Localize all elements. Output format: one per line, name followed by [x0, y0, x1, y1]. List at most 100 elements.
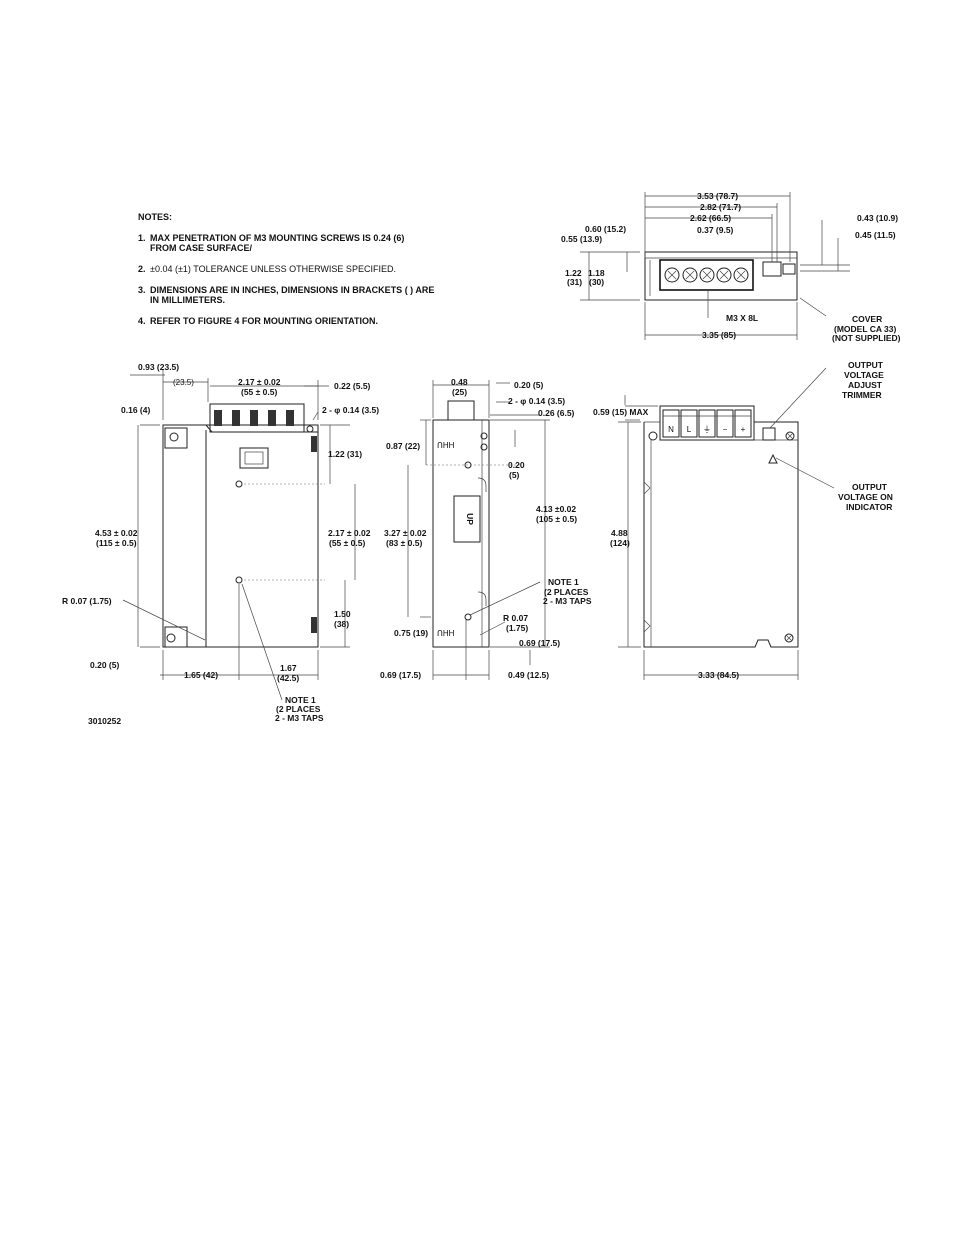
mounting-ear-bottom: [164, 626, 188, 648]
hole-icon: [306, 425, 314, 433]
dim-087: 0.87 (22): [386, 441, 420, 451]
dim-217v-a: 2.17 ± 0.02: [328, 528, 371, 538]
front-note1-b: (2 PLACES: [276, 704, 321, 714]
trimmer-top: [762, 261, 782, 277]
dim-069: 0.69 (17.5): [519, 638, 560, 648]
dim-020-side: 0.20 (5): [514, 380, 543, 390]
m3-tap-icon: [464, 613, 472, 621]
dim-413-b: (105 ± 0.5): [536, 514, 577, 524]
dim-327-b: (83 ± 0.5): [386, 538, 422, 548]
screw-label: M3 X 8L: [726, 313, 758, 323]
up-label: UP: [465, 513, 475, 525]
note-number: 2.: [138, 264, 146, 274]
terminal-screw-icon: [682, 267, 698, 283]
dim-150-b: (38): [334, 619, 349, 629]
note-text: DIMENSIONS ARE IN INCHES, DIMENSIONS IN …: [150, 285, 435, 305]
terminal-screw-icon: [664, 267, 680, 283]
dim-122: 1.22 (31): [328, 449, 362, 459]
dim-020v-b: (5): [509, 470, 520, 480]
mounting-hole-icon: [166, 633, 176, 643]
trimmer-label-4: TRIMMER: [842, 390, 882, 400]
dim-top-right1: 0.43 (10.9): [857, 213, 898, 223]
slot-mark: ՈHH: [437, 441, 455, 450]
side-note1-a: NOTE 1: [548, 577, 579, 587]
terminal-label: ⏚: [703, 425, 711, 434]
note-text: ±0.04 (±1) TOLERANCE UNLESS OTHERWISE SP…: [150, 264, 396, 274]
up-label-plate: [453, 495, 481, 543]
dim-top-2: 2.82 (71.7): [700, 202, 741, 212]
screw-icon: [648, 431, 658, 441]
dim-333: 3.33 (84.5): [698, 670, 739, 680]
trimmer-label-2: VOLTAGE: [844, 370, 884, 380]
hole-icon: [480, 443, 488, 451]
dim-093: 0.93 (23.5): [138, 362, 179, 372]
hole-icon: [480, 432, 488, 440]
front-view-body: [162, 424, 319, 648]
label-plate: [239, 447, 269, 469]
note-4: 4. REFER TO FIGURE 4 FOR MOUNTING ORIENT…: [138, 316, 558, 326]
terminal-label: +: [741, 425, 746, 434]
mounting-ear-top: [164, 427, 188, 449]
dim-413-a: 4.13 ±0.02: [536, 504, 576, 514]
dim-top-h2a: 1.18: [588, 268, 605, 278]
dim-049: 0.49 (12.5): [508, 670, 549, 680]
cover-label-3: (NOT SUPPLIED): [832, 333, 901, 343]
dim-top-h1a: 1.22: [565, 268, 582, 278]
dim-075: 0.75 (19): [394, 628, 428, 638]
terminal-label: L: [687, 425, 692, 434]
note-number: 4.: [138, 316, 146, 326]
note-text: MAX PENETRATION OF M3 MOUNTING SCREWS IS…: [150, 233, 405, 253]
top-view: 3.53 (78.7) 2.82 (71.7) 2.62 (66.5) 0.60…: [561, 191, 901, 343]
terminal-screw-icon: [716, 267, 732, 283]
dim-488-a: 4.88: [611, 528, 628, 538]
dim-048-a: 0.48: [451, 377, 468, 387]
front-view: 0.93 (23.5) (23.5) 2.17 ± 0.02 (55 ± 0.5…: [62, 362, 379, 726]
dim-016: 0.16 (4): [121, 405, 150, 415]
back-view-body: [643, 421, 799, 648]
dim-165: 1.65 (42): [184, 670, 218, 680]
indicator-label-3: INDICATOR: [846, 502, 892, 512]
mounting-hole-icon: [169, 432, 179, 442]
terminal-screw-icon: [733, 267, 749, 283]
terminal-label: N: [668, 425, 674, 434]
dim-top-h1b: (31): [567, 277, 582, 287]
dim-167-a: 1.67: [280, 663, 297, 673]
note-3: 3. DIMENSIONS ARE IN INCHES, DIMENSIONS …: [138, 285, 558, 305]
dim-holes-side: 2 - φ 0.14 (3.5): [508, 396, 565, 406]
side-note1-c: 2 - M3 TAPS: [543, 596, 592, 606]
note-number: 3.: [138, 285, 146, 295]
notes-block: NOTES: 1. MAX PENETRATION OF M3 MOUNTING…: [138, 212, 558, 337]
dim-top-bottom: 3.35 (85): [702, 330, 736, 340]
screw-icon: [785, 431, 795, 441]
note-1: 1. MAX PENETRATION OF M3 MOUNTING SCREWS…: [138, 233, 558, 253]
trimmer-icon: [762, 427, 776, 441]
dim-488-b: (124): [610, 538, 630, 548]
m3-tap-icon: [235, 576, 243, 584]
dim-top-right2: 0.45 (11.5): [855, 230, 896, 240]
dim-top-3: 2.62 (66.5): [690, 213, 731, 223]
drawing-number: 3010252: [88, 716, 121, 726]
dim-069-bottom: 0.69 (17.5): [380, 670, 421, 680]
dim-167-b: (42.5): [277, 673, 299, 683]
dim-r007-front: R 0.07 (1.75): [62, 596, 112, 606]
terminal-block-front: [209, 403, 305, 433]
indicator-label-2: VOLTAGE ON: [838, 492, 893, 502]
dim-r007-side-a: R 0.07: [503, 613, 528, 623]
led-top: [782, 263, 796, 275]
notes-title: NOTES:: [138, 212, 173, 222]
dim-top-h2b: (30): [589, 277, 604, 287]
terminal-screw-icon: [699, 267, 715, 283]
slot: [311, 617, 317, 633]
side-view-body: [432, 419, 490, 648]
trimmer-label-3: ADJUST: [848, 380, 883, 390]
terminal-block-back: [659, 405, 755, 441]
dim-327-a: 3.27 ± 0.02: [384, 528, 427, 538]
dim-453-a: 4.53 ± 0.02: [95, 528, 138, 538]
dim-150-a: 1.50: [334, 609, 351, 619]
dim-217-b: (55 ± 0.5): [241, 387, 277, 397]
cover-label-2: (MODEL CA 33): [834, 324, 897, 334]
note-number: 1.: [138, 233, 146, 243]
dim-022: 0.22 (5.5): [334, 381, 371, 391]
